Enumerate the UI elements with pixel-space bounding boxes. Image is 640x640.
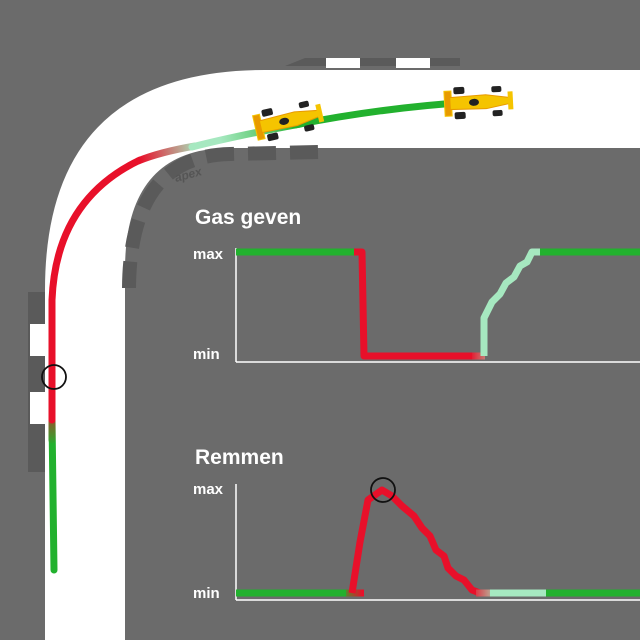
circle-marker-icon (41, 364, 67, 390)
throttle-ramp-segment (480, 248, 542, 356)
brake-max-label: max (193, 481, 224, 498)
brake-pressure-segment (348, 486, 482, 597)
outer-kerb-left (28, 292, 46, 472)
racing-line-exit-straight (48, 416, 58, 574)
brake-chart-title: Remmen (195, 446, 284, 469)
throttle-min-label: min (193, 346, 220, 363)
throttle-off-segment (354, 248, 480, 360)
track-surface (45, 70, 640, 640)
race-car-icon (443, 85, 514, 120)
brake-trace (236, 486, 640, 597)
throttle-chart-title: Gas geven (195, 206, 301, 229)
circle-marker-icon (370, 477, 396, 503)
throttle-max-label: max (193, 246, 224, 263)
inner-kerb (122, 145, 319, 289)
brake-chart: Remmen max min (193, 446, 640, 602)
racing-line-braking (48, 156, 144, 424)
throttle-trace (236, 248, 640, 360)
outer-kerb-top (285, 58, 460, 68)
throttle-chart: Gas geven max min (193, 206, 640, 363)
brake-min-label: min (193, 585, 220, 602)
race-car-icon (251, 100, 325, 142)
